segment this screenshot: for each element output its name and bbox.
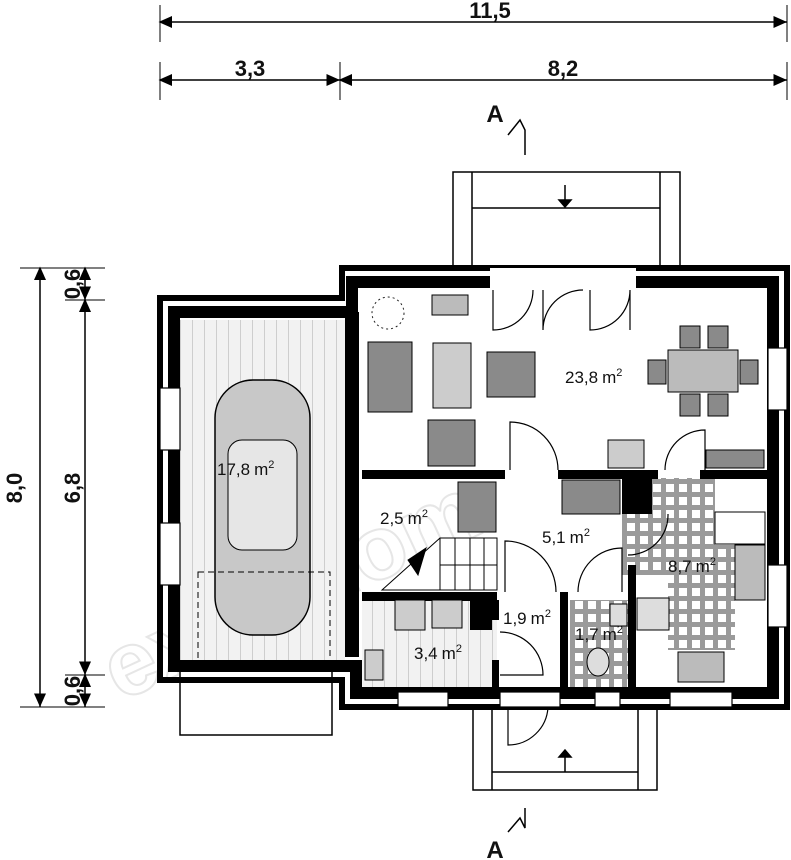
sofa — [367, 341, 413, 413]
section-line-bottom — [507, 808, 526, 833]
coffee-table — [432, 342, 472, 409]
dimension-left-width: 3,3 — [235, 56, 266, 81]
section-line-top — [507, 118, 526, 155]
wardrobe — [457, 481, 497, 533]
plant — [371, 296, 405, 330]
washing-machine — [394, 599, 426, 631]
section-mark-top: A — [486, 101, 503, 128]
cabinet — [561, 479, 621, 515]
section-mark-bottom: A — [486, 837, 503, 860]
outer-walls — [157, 265, 790, 710]
fridge — [734, 544, 766, 601]
patio-doors — [490, 268, 636, 331]
dimension-depth-top: 0,6 — [60, 269, 85, 300]
car — [197, 379, 331, 669]
wc-sink — [609, 603, 628, 627]
staircase — [380, 537, 498, 591]
sink — [677, 651, 725, 683]
entrance-porch — [472, 706, 658, 791]
interior-walls — [345, 312, 768, 690]
dimension-right-width: 8,2 — [548, 56, 579, 81]
dining-table — [667, 349, 739, 393]
armchair — [427, 419, 476, 467]
fireplace — [431, 294, 469, 316]
dimension-lines — [20, 5, 788, 708]
kitchen-cabinet — [705, 449, 765, 469]
furniture — [364, 294, 766, 683]
stove — [636, 597, 670, 631]
interior-doors — [499, 421, 706, 746]
dimension-total-width: 11,5 — [469, 0, 511, 23]
armchair — [486, 351, 536, 398]
dimension-depth-middle: 6,8 — [60, 473, 85, 504]
dimension-depth-bottom: 0,6 — [60, 676, 85, 707]
dimension-total-depth: 8,0 — [2, 473, 27, 504]
top-terrace — [452, 171, 681, 269]
washbasin — [364, 649, 384, 681]
kitchen-floor — [622, 478, 735, 650]
toilet — [586, 647, 610, 677]
windows — [159, 347, 788, 708]
